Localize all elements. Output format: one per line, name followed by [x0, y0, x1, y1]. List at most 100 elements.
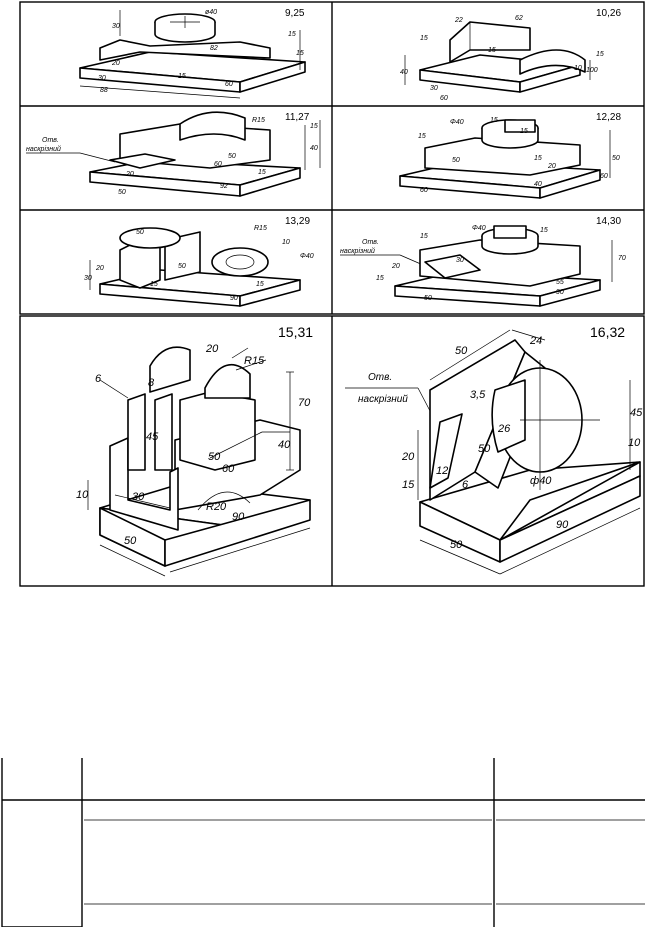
dim-label: 60	[600, 173, 608, 180]
card-number: 9,25	[285, 8, 305, 19]
dim-label: 12	[436, 465, 448, 477]
dim-label: 15	[534, 155, 542, 162]
dim-label: 15	[256, 281, 264, 288]
dim-label: 6	[95, 373, 102, 385]
dim-label: 50	[612, 155, 620, 162]
card-10-26: 10,26 22 62 15 15 15 10 100 40 30 60	[400, 8, 621, 102]
dim-label: 20	[391, 263, 400, 270]
dim-label: 6	[462, 479, 469, 491]
dim-label: 15	[178, 73, 186, 80]
card-number: 13,29	[285, 216, 310, 227]
dim-label: 50	[178, 263, 186, 270]
dim-label: 50	[136, 229, 144, 236]
dim-label: 30	[84, 275, 92, 282]
dim-label: 24	[529, 335, 542, 347]
dim-label: R15	[244, 355, 265, 367]
dim-label: Φ40	[450, 119, 464, 126]
dim-label: 45	[146, 431, 159, 443]
dim-label: 26	[497, 423, 511, 435]
card-number: 11,27	[285, 112, 310, 123]
dim-label: 90	[556, 289, 564, 296]
dim-label: Φ40	[300, 253, 314, 260]
dim-label: 90	[230, 295, 238, 302]
dim-label: 15	[150, 281, 158, 288]
note-line: наскрізний	[340, 247, 375, 255]
dim-label: 40	[400, 69, 408, 76]
title-block-table	[1, 758, 645, 927]
card-16-32: 16,32 Отв. наскрізний 50 24 3,5 45 26 2	[345, 324, 643, 575]
card-number: 10,26	[596, 8, 621, 19]
dim-label: 20	[401, 451, 415, 463]
dim-label: 50	[452, 157, 460, 164]
through-hole-note: Отв. наскрізний	[358, 372, 408, 405]
card-14-30: 14,30 Отв. наскрізний Φ40 15 15 30 20 15…	[340, 216, 626, 307]
dim-label: 30	[430, 85, 438, 92]
dim-label: 40	[534, 181, 542, 188]
dim-label: 15	[288, 31, 296, 38]
note-line: Отв.	[42, 137, 59, 144]
dim-label: 10	[282, 239, 290, 246]
dim-label: 40	[278, 439, 291, 451]
through-hole-note: Отв. наскрізний	[340, 239, 381, 255]
dim-label: 92	[220, 183, 228, 190]
note-line: Отв.	[362, 239, 379, 246]
dim-label: 20	[95, 265, 104, 272]
dim-label: 55	[556, 279, 564, 286]
dim-label: 50	[424, 295, 432, 302]
dim-label: Φ40	[472, 225, 486, 232]
dim-label: 15	[596, 51, 604, 58]
dim-label: 70	[618, 255, 626, 262]
dim-label: 30	[112, 23, 120, 30]
card-12-28: 12,28 Φ40 15 15 15 50 15 50 20 40 60 60	[399, 112, 621, 199]
note-line: наскрізний	[26, 145, 61, 153]
dim-label: 50	[118, 189, 126, 196]
dim-label: 50	[455, 345, 468, 357]
dim-label: 15	[520, 128, 528, 135]
dim-label: 15	[540, 227, 548, 234]
card-number: 12,28	[596, 112, 621, 123]
dim-label: 70	[298, 397, 311, 409]
card-9-25: 9,25 ø40 30 15 82 15 20 15 30 60 88	[79, 8, 306, 99]
dim-label: 3,5	[470, 389, 486, 401]
dim-label: 20	[125, 171, 134, 178]
dim-label: ø40	[205, 9, 217, 16]
card-number: 15,31	[278, 324, 313, 340]
card-13-29: 13,29 50 R15 10 Φ40 20 30 15 15 50 90	[84, 216, 314, 307]
dim-label: 40	[310, 145, 318, 152]
dim-label: 10	[574, 65, 582, 72]
dim-label: ф40	[530, 475, 552, 487]
dim-label: 50	[450, 539, 463, 551]
dim-label: 50	[478, 443, 491, 455]
dim-label: 8	[148, 377, 155, 389]
dim-label: R15	[252, 117, 265, 124]
dim-label: 15	[488, 47, 496, 54]
card-number: 14,30	[596, 216, 621, 227]
dim-label: R15	[254, 225, 267, 232]
note-line: наскрізний	[358, 394, 408, 405]
dim-label: 45	[630, 407, 643, 419]
dim-label: 30	[98, 75, 106, 82]
dim-label: 15	[310, 123, 318, 130]
dim-label: 15	[420, 233, 428, 240]
dim-label: 10	[628, 437, 641, 449]
dim-label: 62	[515, 15, 523, 22]
dim-label: 15	[376, 275, 384, 282]
dim-label: 60	[440, 95, 448, 102]
card-11-27: 11,27 Отв. наскрізний R15 50 60 40 20 15…	[26, 111, 321, 197]
dim-label: 60	[222, 463, 235, 475]
dim-label: 88	[100, 87, 108, 94]
through-hole-note: Отв. наскрізний	[26, 137, 61, 153]
dim-label: 50	[124, 535, 137, 547]
dim-label: 15	[420, 35, 428, 42]
dim-label: 15	[402, 479, 415, 491]
dim-label: 60	[420, 187, 428, 194]
dim-label: 50	[208, 451, 221, 463]
card-15-31: 15,31 6 20 8 R15 70 45 40	[76, 324, 313, 577]
dim-label: 30	[456, 257, 464, 264]
dim-label: 100	[586, 67, 598, 74]
card-number: 16,32	[590, 324, 625, 340]
dim-label: R20	[206, 501, 227, 513]
dim-label: 90	[232, 511, 245, 523]
dim-label: 30	[132, 491, 145, 503]
dim-label: 90	[556, 519, 569, 531]
